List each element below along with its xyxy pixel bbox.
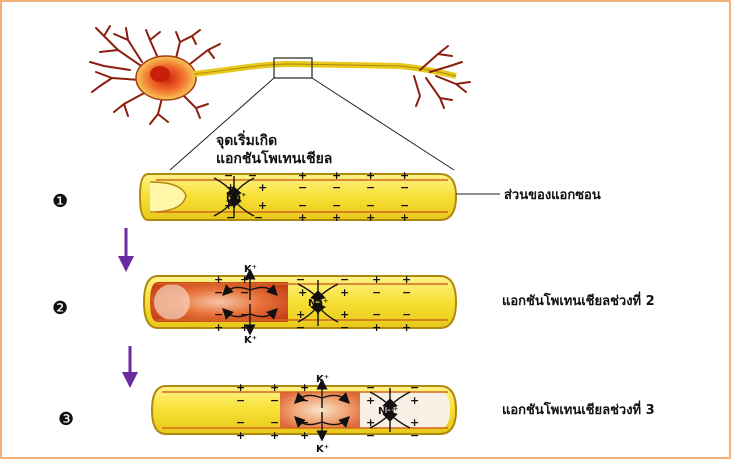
- minus-sign: −: [214, 308, 223, 321]
- plus-sign: +: [214, 273, 223, 286]
- minus-sign: −: [402, 308, 411, 321]
- plus-sign: +: [402, 321, 411, 334]
- neuron-icon: [90, 26, 470, 124]
- zoom-box: [274, 58, 312, 78]
- minus-sign: −: [340, 321, 349, 334]
- k-ion-label-bottom: K⁺: [316, 444, 329, 455]
- plus-sign: +: [366, 394, 375, 407]
- minus-sign: −: [366, 429, 375, 442]
- plus-sign: +: [270, 381, 279, 394]
- minus-sign: −: [270, 394, 279, 407]
- stage-2-label: แอกชันโพเทนเชียลช่วงที่ 2: [502, 291, 655, 309]
- step-marker-2: ❷: [52, 298, 68, 319]
- k-ion-label-top: K⁺: [316, 374, 329, 385]
- plus-sign: +: [410, 394, 419, 407]
- step-arrow-2-to-3: [122, 346, 138, 388]
- na-ion-label: Na⁺: [378, 406, 398, 417]
- minus-sign: −: [296, 273, 305, 286]
- plus-sign: +: [400, 211, 409, 224]
- k-ion-label-top: K⁺: [244, 264, 257, 275]
- plus-sign: +: [236, 429, 245, 442]
- zoom-line-right: [312, 78, 454, 170]
- axon-stage-3: + + + − − − − − + + − − − + + + + + − −: [152, 374, 456, 455]
- minus-sign: −: [340, 273, 349, 286]
- axon-stage-2: + + − − + + − − + + − − − − + + − − + + …: [144, 264, 456, 346]
- minus-sign: −: [236, 394, 245, 407]
- axon: [194, 64, 456, 76]
- plus-sign: +: [340, 286, 349, 299]
- step-marker-3: ❸: [58, 409, 74, 430]
- axon-stage-1: − − + + + + + + − − − − + + − − − − − − …: [140, 169, 456, 224]
- minus-sign: −: [366, 181, 375, 194]
- plus-sign: +: [214, 321, 223, 334]
- minus-sign: −: [372, 308, 381, 321]
- minus-sign: −: [298, 181, 307, 194]
- minus-sign: −: [270, 416, 279, 429]
- step-marker-1: ❶: [52, 191, 68, 212]
- minus-sign: −: [402, 286, 411, 299]
- axon-terminals: [414, 46, 470, 108]
- minus-sign: −: [332, 181, 341, 194]
- nucleus: [150, 66, 170, 82]
- plus-sign: +: [402, 273, 411, 286]
- plus-sign: +: [270, 429, 279, 442]
- plus-sign: +: [298, 211, 307, 224]
- minus-sign: −: [410, 381, 419, 394]
- plus-sign: +: [372, 273, 381, 286]
- plus-sign: +: [300, 381, 309, 394]
- na-ion-label: Na⁺: [226, 192, 246, 203]
- step-arrow-1-to-2: [118, 228, 134, 272]
- plus-sign: +: [236, 381, 245, 394]
- stage-3-label: แอกชันโพเทนเชียลช่วงที่ 3: [502, 400, 655, 418]
- plus-sign: +: [372, 321, 381, 334]
- callout-line-2: แอกชันโพเทนเชียล: [216, 149, 332, 167]
- stage-1-label: ส่วนของแอกซอน: [504, 188, 601, 203]
- minus-sign: −: [400, 181, 409, 194]
- plus-sign: +: [300, 429, 309, 442]
- plus-sign: +: [258, 181, 267, 194]
- minus-sign: −: [236, 416, 245, 429]
- plus-sign: +: [332, 211, 341, 224]
- plus-sign: +: [340, 308, 349, 321]
- callout-line-1: จุดเริ่มเกิด: [216, 130, 277, 149]
- k-ion-label-bottom: K⁺: [244, 335, 257, 346]
- minus-sign: −: [372, 286, 381, 299]
- minus-sign: −: [296, 321, 305, 334]
- na-ion-label: Na⁺: [308, 298, 328, 309]
- minus-sign: −: [214, 286, 223, 299]
- minus-sign: −: [254, 211, 263, 224]
- plus-sign: +: [240, 321, 249, 334]
- minus-sign: −: [410, 429, 419, 442]
- plus-sign: +: [410, 416, 419, 429]
- plus-sign: +: [366, 211, 375, 224]
